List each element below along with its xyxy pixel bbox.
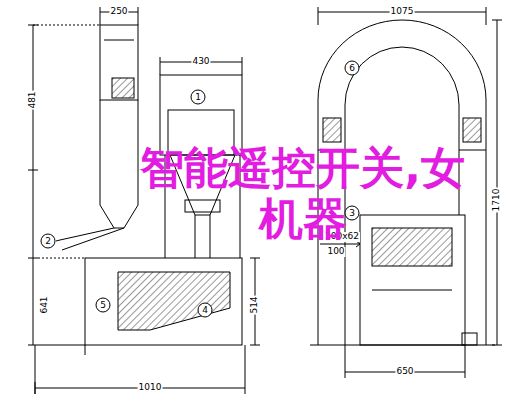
dimension-text: 250 — [109, 7, 128, 17]
dimension-text: 1075 — [390, 7, 415, 17]
callout-number: 2 — [41, 234, 56, 249]
callout-number: 6 — [345, 61, 360, 76]
dimension-text: 481 — [28, 90, 38, 109]
watermark-text: 智能遥控开关,女机器 — [130, 143, 475, 244]
dimension-text: 641 — [40, 295, 50, 314]
callout-number: 1 — [191, 90, 206, 105]
dimension-text: 430 — [191, 57, 210, 67]
callout-number: 5 — [96, 298, 111, 313]
dimension-text: 650 — [395, 367, 414, 377]
callout-number: 3 — [345, 206, 360, 221]
dimension-text: 1010 — [138, 383, 163, 393]
callout-number: 4 — [198, 303, 213, 318]
dimension-text: 1710 — [492, 188, 502, 213]
dimension-text: 514 — [250, 295, 260, 314]
dimension-text: 100 — [326, 247, 345, 257]
